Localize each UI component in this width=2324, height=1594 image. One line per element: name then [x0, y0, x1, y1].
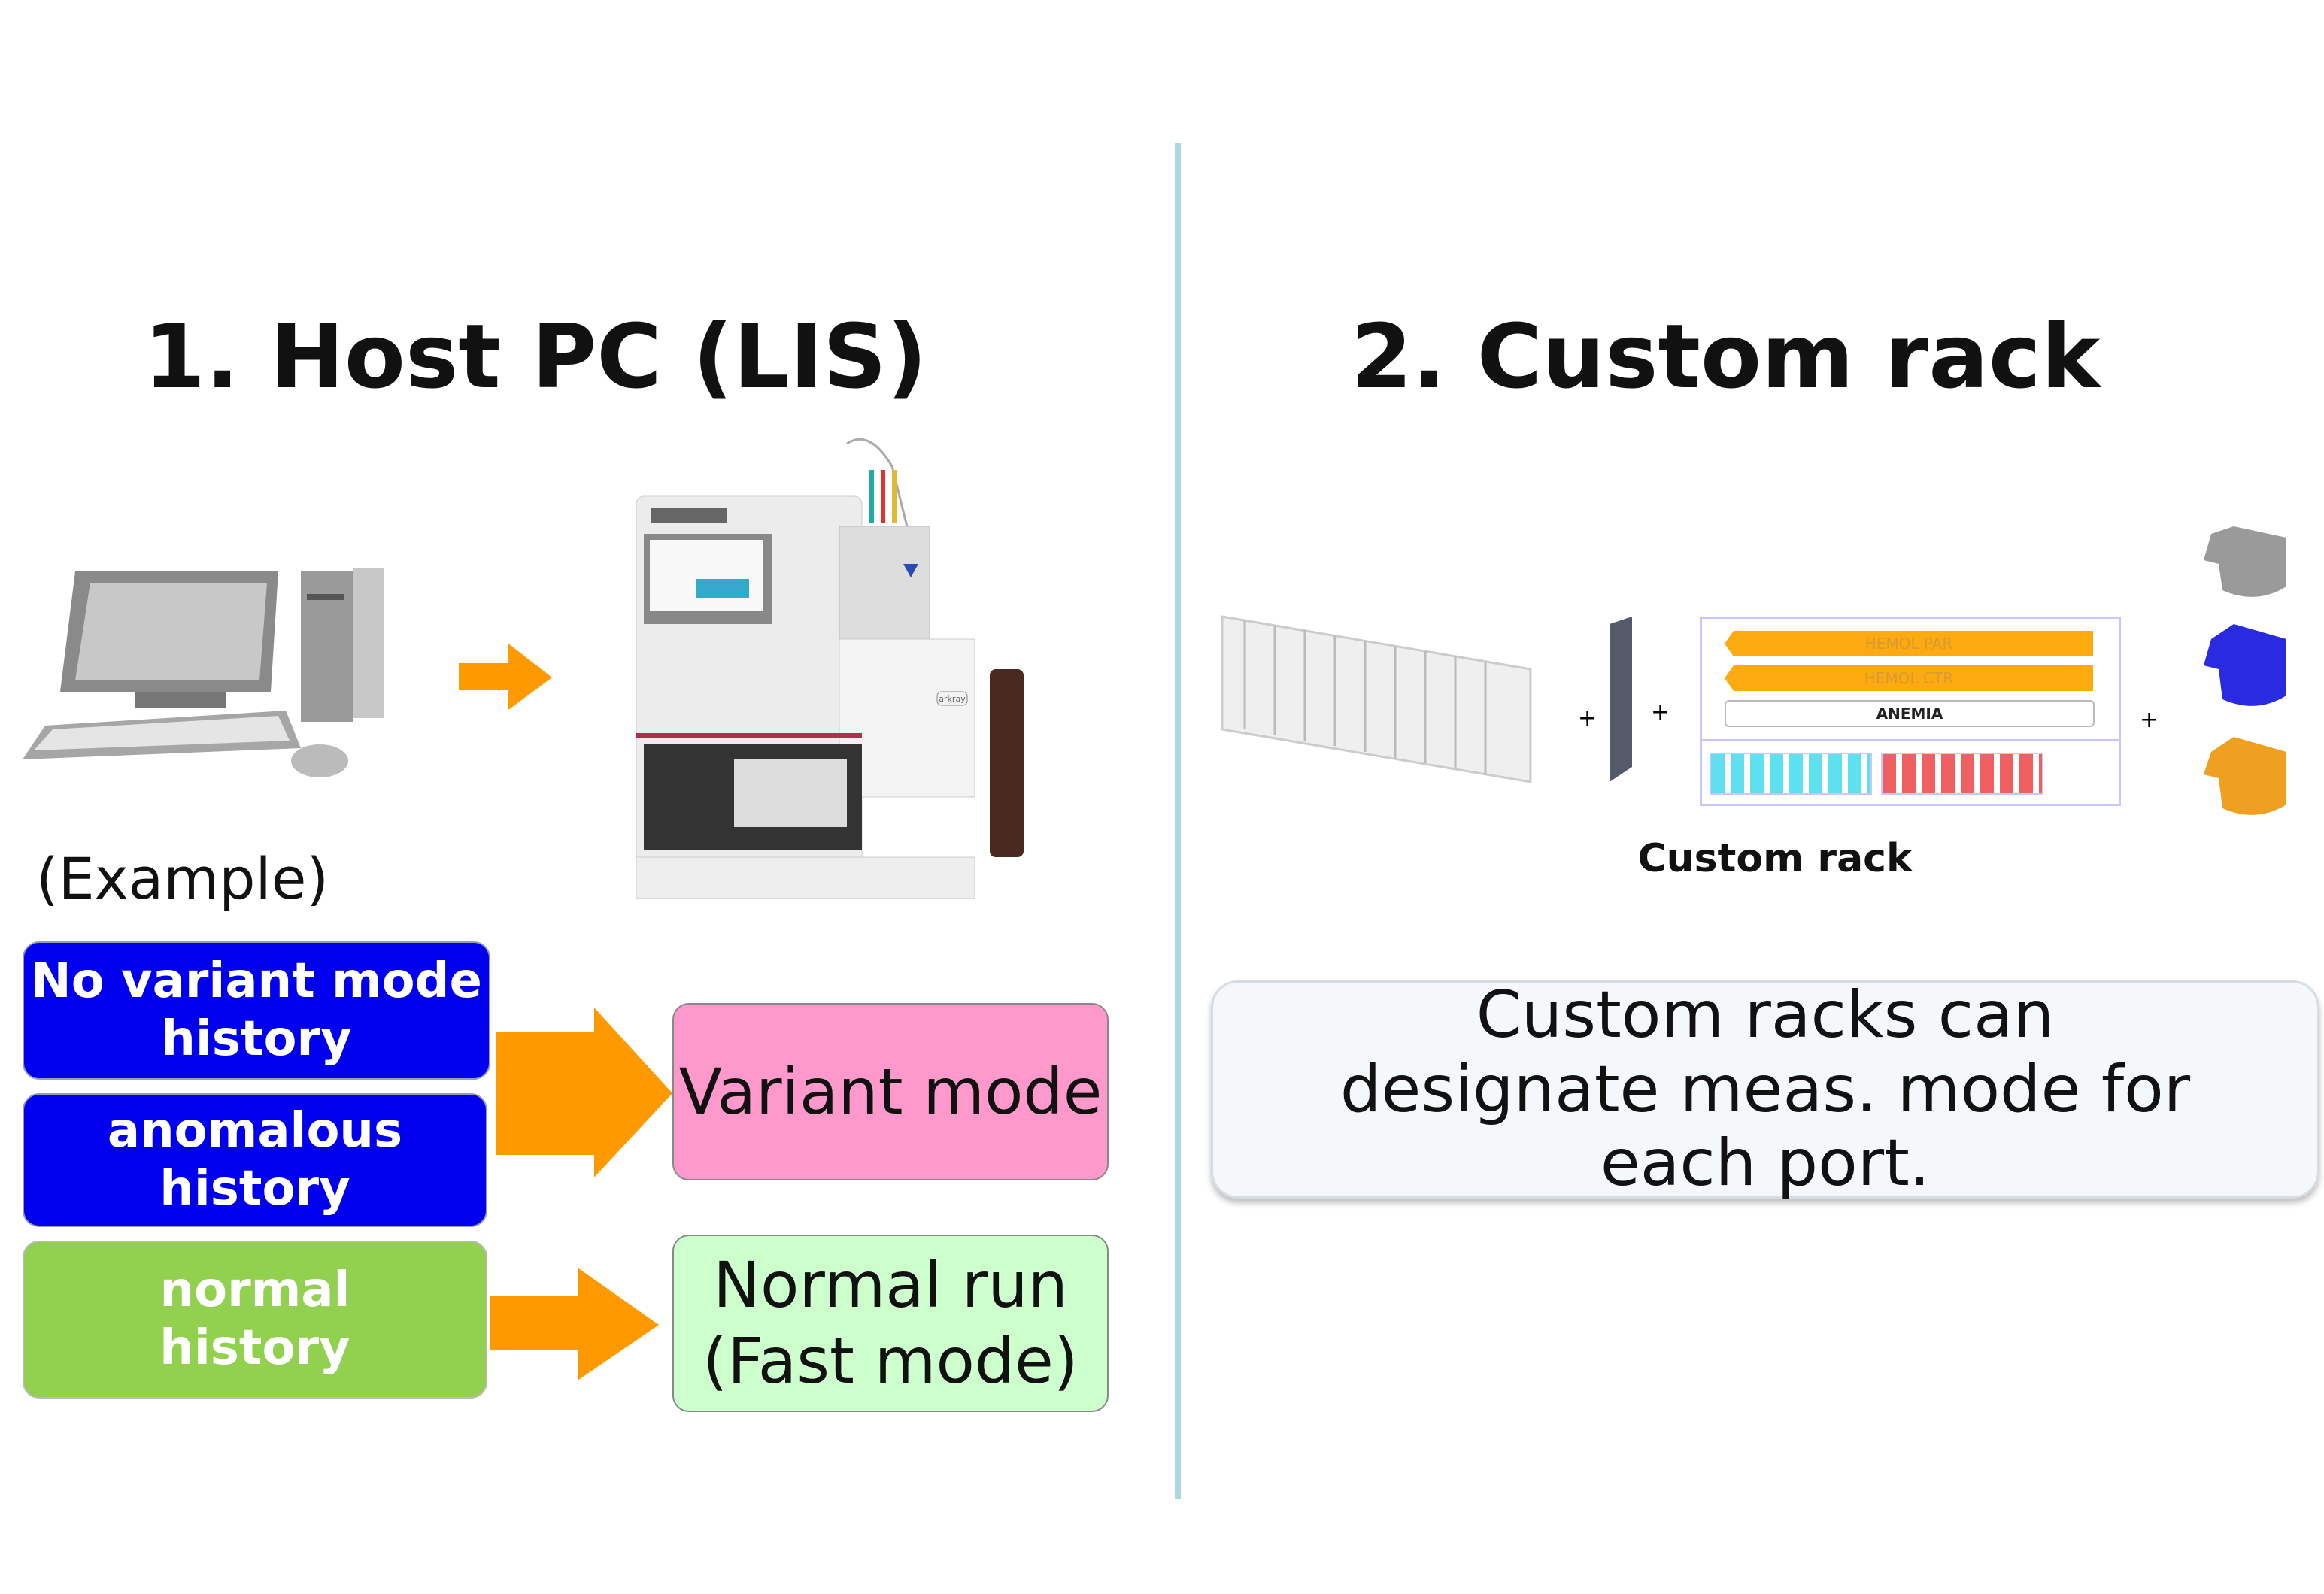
- cyan-port-grid: [1710, 753, 1872, 795]
- condition-normal-history: normal history: [23, 1241, 487, 1399]
- plus-icon: +: [1651, 699, 1670, 726]
- example-label: (Example): [36, 845, 329, 912]
- desktop-pc-illustration: [23, 568, 384, 777]
- condition-no-variant-history: No variant mode history: [23, 941, 490, 1080]
- result-normal-run: Normal run (Fast mode): [672, 1235, 1109, 1412]
- panel-divider: [1702, 739, 2119, 741]
- custom-rack-title: 2. Custom rack: [1350, 305, 2101, 408]
- rack-strip-illustration: +: [1578, 617, 1632, 782]
- rack-illustration: [1221, 615, 1532, 783]
- section-divider: [1175, 143, 1181, 1499]
- arrow-to-variant-icon: [496, 1008, 672, 1177]
- analyzer-brand-logo: arkray: [939, 694, 966, 704]
- label-strip-hemol-ctr: HEMOL CTR: [1725, 665, 2093, 691]
- rack-label-panel: HEMOL PAR HEMOL CTR ANEMIA: [1700, 617, 2121, 806]
- label-strip-anemia: ANEMIA: [1725, 700, 2095, 727]
- plus-icon: +: [2140, 707, 2159, 733]
- custom-rack-caption: Custom rack: [1637, 836, 1913, 881]
- custom-rack-note: Custom racks can designate meas. mode fo…: [1211, 977, 2319, 1201]
- label-strip-hemol-par: HEMOL PAR: [1725, 631, 2093, 656]
- arrow-right-icon: [459, 644, 552, 710]
- red-port-grid: [1881, 753, 2043, 795]
- condition-anomalous-history: anomalous history: [23, 1093, 487, 1227]
- arrow-to-normal-icon: [490, 1268, 659, 1380]
- hba1c-analyzer-illustration: arkray: [636, 438, 1024, 899]
- result-variant-mode: Variant mode: [672, 1003, 1109, 1180]
- cap-adapters-illustration: [2204, 526, 2286, 815]
- host-pc-title: 1. Host PC (LIS): [144, 305, 927, 408]
- svg-text:+: +: [1578, 705, 1597, 732]
